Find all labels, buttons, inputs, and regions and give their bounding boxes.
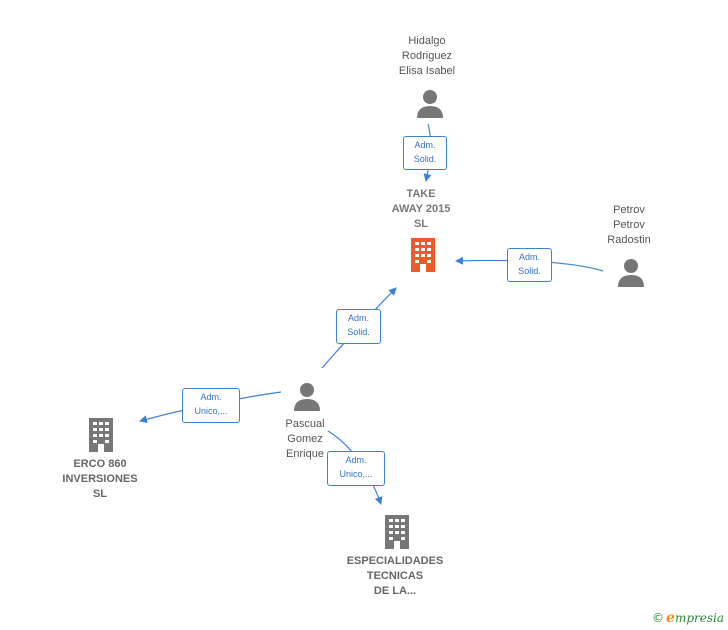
- node-label-take-away[interactable]: TAKE AWAY 2015 SL: [371, 187, 471, 232]
- person-icon[interactable]: [415, 88, 445, 118]
- person-icon[interactable]: [292, 381, 322, 411]
- edge-label-line: Solid.: [518, 266, 541, 276]
- building-icon[interactable]: [86, 418, 116, 452]
- brand-logo: ©empresia: [652, 610, 724, 626]
- node-label-pascual[interactable]: Pascual Gomez Enrique: [265, 417, 345, 462]
- edge-label-line: Adm.: [347, 313, 369, 323]
- name-line: Radostin: [607, 234, 651, 246]
- edge-label-line: Unico,...: [194, 406, 228, 416]
- name-line: Gomez: [287, 433, 323, 445]
- person-icon[interactable]: [616, 257, 646, 287]
- edge-label-pascual-take[interactable]: Adm. Solid.: [336, 309, 381, 344]
- name-line: TAKE: [406, 188, 436, 200]
- node-label-erco[interactable]: ERCO 860 INVERSIONES SL: [50, 457, 150, 502]
- brand-initial: e: [666, 610, 675, 626]
- edge-label-line: Adm.: [345, 455, 367, 465]
- edge-label-line: Unico,...: [339, 469, 373, 479]
- node-label-hidalgo[interactable]: Hidalgo Rodriguez Elisa Isabel: [377, 34, 477, 79]
- name-line: INVERSIONES: [62, 473, 138, 485]
- name-line: ERCO 860: [73, 458, 127, 470]
- edge-label-pascual-erco[interactable]: Adm. Unico,...: [182, 388, 240, 423]
- name-line: SL: [413, 218, 429, 230]
- name-line: Petrov: [613, 204, 645, 216]
- name-line: Rodriguez: [401, 50, 453, 62]
- node-label-especialidades[interactable]: ESPECIALIDADES TECNICAS DE LA...: [335, 554, 455, 599]
- edge-label-line: Adm.: [200, 392, 222, 402]
- copyright-symbol: ©: [652, 611, 665, 625]
- name-line: Enrique: [286, 448, 324, 460]
- edge-label-petrov-take[interactable]: Adm. Solid.: [507, 248, 552, 282]
- name-line: Elisa Isabel: [398, 65, 456, 77]
- brand-rest: mpresia: [674, 611, 724, 625]
- name-line: ESPECIALIDADES: [346, 555, 444, 567]
- name-line: TECNICAS: [366, 570, 424, 582]
- edge-label-pascual-esp[interactable]: Adm. Unico,...: [327, 451, 385, 486]
- edge-label-line: Solid.: [347, 327, 370, 337]
- edge-label-line: Adm.: [414, 140, 436, 150]
- name-line: Pascual: [285, 418, 325, 430]
- name-line: DE LA...: [373, 585, 417, 597]
- edge-label-line: Adm.: [518, 252, 540, 262]
- name-line: SL: [92, 488, 108, 500]
- building-icon[interactable]: [382, 515, 412, 549]
- node-label-petrov[interactable]: Petrov Petrov Radostin: [589, 203, 669, 248]
- name-line: Petrov: [613, 219, 645, 231]
- building-icon[interactable]: [408, 238, 438, 272]
- name-line: AWAY 2015: [391, 203, 451, 215]
- edge-label-line: Solid.: [413, 154, 437, 164]
- edge-label-hidalgo-take[interactable]: Adm. Solid.: [403, 136, 447, 170]
- name-line: Hidalgo: [408, 35, 446, 47]
